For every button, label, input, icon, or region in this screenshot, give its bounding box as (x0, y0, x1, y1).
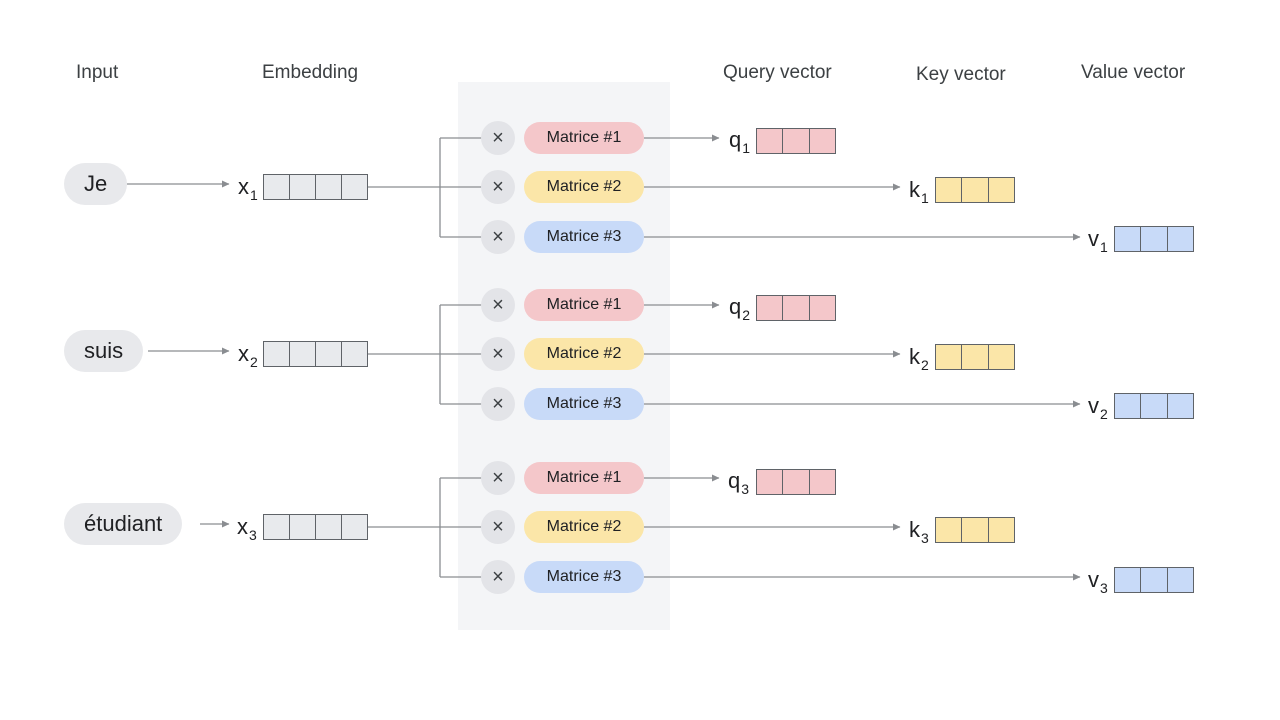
query-label-q2: q2 (729, 294, 751, 323)
value-label-v2: v2 (1088, 393, 1108, 422)
matrix-2-pill: Matrice #2 (524, 511, 644, 543)
header-query-vector: Query vector (723, 62, 832, 83)
matrix-1-pill: Matrice #1 (524, 289, 644, 321)
matrix-3-pill: Matrice #3 (524, 388, 644, 420)
input-token-je: Je (64, 163, 128, 205)
matrix-3-pill: Matrice #3 (524, 221, 644, 253)
embedding-label-x3: x3 (237, 514, 257, 543)
multiply-icon: × (481, 510, 515, 544)
key-vector-k1 (935, 177, 1015, 203)
multiply-icon: × (481, 288, 515, 322)
matrix-3-pill: Matrice #3 (524, 561, 644, 593)
value-label-v1: v1 (1088, 226, 1108, 255)
value-vector-v2 (1114, 393, 1194, 419)
multiply-icon: × (481, 220, 515, 254)
query-vector-q1 (756, 128, 836, 154)
embedding-label-x2: x2 (238, 341, 258, 370)
multiply-icon: × (481, 337, 515, 371)
key-vector-k3 (935, 517, 1015, 543)
header-input: Input (76, 62, 119, 83)
key-label-k2: k2 (909, 344, 929, 373)
embedding-vector-x2 (263, 341, 368, 367)
header-embedding: Embedding (262, 62, 359, 83)
matrix-1-pill: Matrice #1 (524, 122, 644, 154)
matrix-2-pill: Matrice #2 (524, 171, 644, 203)
multiply-icon: × (481, 560, 515, 594)
multiply-icon: × (481, 461, 515, 495)
query-vector-q3 (756, 469, 836, 495)
input-token-etudiant: étudiant (64, 503, 183, 545)
value-vector-v3 (1114, 567, 1194, 593)
key-label-k1: k1 (909, 177, 929, 206)
embedding-vector-x1 (263, 174, 368, 200)
matrix-1-pill: Matrice #1 (524, 462, 644, 494)
query-vector-q2 (756, 295, 836, 321)
multiply-icon: × (481, 170, 515, 204)
query-label-q3: q3 (728, 468, 750, 497)
header-value-vector: Value vector (1081, 62, 1186, 83)
embedding-vector-x3 (263, 514, 368, 540)
key-label-k3: k3 (909, 517, 929, 546)
matrix-2-pill: Matrice #2 (524, 338, 644, 370)
header-key-vector: Key vector (916, 64, 1006, 85)
embedding-label-x1: x1 (238, 174, 258, 203)
value-vector-v1 (1114, 226, 1194, 252)
key-vector-k2 (935, 344, 1015, 370)
value-label-v3: v3 (1088, 567, 1108, 596)
input-token-suis: suis (64, 330, 144, 372)
multiply-icon: × (481, 121, 515, 155)
multiply-icon: × (481, 387, 515, 421)
query-label-q1: q1 (729, 127, 751, 156)
